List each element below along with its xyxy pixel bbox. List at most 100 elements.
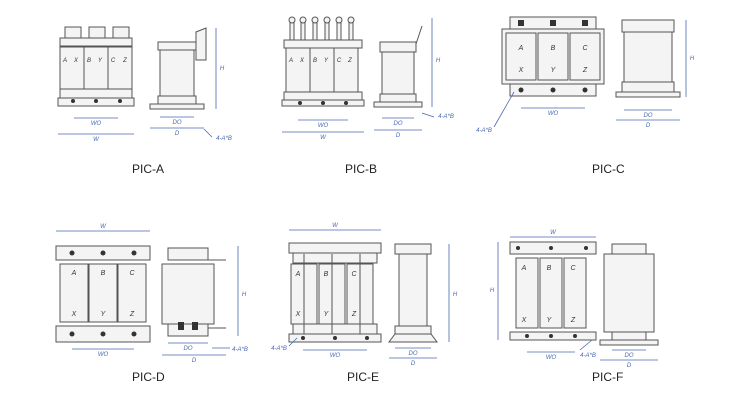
side-bottom-clamp <box>621 81 675 93</box>
caption-pic-c: PIC-C <box>592 162 625 176</box>
dim-w-label: W <box>550 230 557 236</box>
panel-pic-a: A X B Y C Z WO W DO D H 4-A*B <box>0 0 260 176</box>
phase-label: C <box>582 45 588 52</box>
dim-h-label: H <box>242 292 247 298</box>
terminal-pin <box>312 21 318 43</box>
mount-hole <box>518 87 524 93</box>
phase-label: A <box>518 45 524 52</box>
phase-label: B <box>313 58 317 64</box>
side-bolt <box>178 322 184 330</box>
caption-pic-b: PIC-B <box>345 162 378 176</box>
terminal-ring <box>288 16 296 24</box>
side-base <box>615 91 681 98</box>
phase-label: Z <box>582 67 588 74</box>
dim-hole-label: 4-A*B <box>580 353 596 359</box>
phase-label: B <box>87 58 91 64</box>
dim-wo-label: WO <box>318 123 329 129</box>
terminal-ring <box>335 16 343 24</box>
pic-d-drawing: A B C X Y Z W WO DO D H 4-A*B <box>55 224 248 364</box>
coil <box>505 32 537 81</box>
mount-hole <box>69 331 75 337</box>
side-top-clamp <box>157 41 197 51</box>
terminal-ring <box>299 16 307 24</box>
mount-hole <box>301 336 305 340</box>
phase-label: C <box>111 58 116 64</box>
phase-label: Y <box>101 311 107 318</box>
side-bottom-clamp <box>379 93 417 103</box>
dim-wo-label: WO <box>330 353 341 359</box>
phase-label: Z <box>129 311 135 318</box>
mount-hole <box>333 336 337 340</box>
dim-do-label: DO <box>394 121 403 127</box>
mount-hole <box>344 101 348 105</box>
pic-c-drawing: A B C X Y Z WO DO D H 4-A*B <box>476 16 695 134</box>
coil <box>59 46 85 90</box>
phase-label: A <box>62 58 67 64</box>
side-bottom-clamp <box>611 331 647 341</box>
side-base <box>373 101 423 108</box>
coil <box>285 47 311 93</box>
dim-h-label: H <box>490 288 495 294</box>
dim-do-label: DO <box>173 120 182 126</box>
caption-pic-a: PIC-A <box>132 162 165 176</box>
panel-pic-c: A B C X Y Z WO DO D H 4-A*B PIC <box>470 0 750 176</box>
pic-b-drawing: A X B Y C Z WO W DO D H 4-A*B <box>281 16 454 141</box>
dim-w-label: W <box>332 223 339 229</box>
side-top-clamp <box>621 19 675 33</box>
phase-label: Y <box>551 67 557 74</box>
side-core <box>603 253 655 333</box>
dim-h-label: H <box>220 66 225 72</box>
terminal-pin <box>348 21 354 43</box>
dim-do-label: DO <box>184 346 193 352</box>
phase-label: B <box>547 265 552 272</box>
dim-d-label: D <box>396 133 401 139</box>
panel-pic-f: A B C X Y Z W H WO DO D 4-A*B <box>470 210 750 384</box>
phase-label: C <box>129 270 135 277</box>
phase-label: X <box>73 58 79 64</box>
phase-label: C <box>337 58 342 64</box>
terminal-pin <box>300 21 306 43</box>
caption-pic-f: PIC-F <box>592 370 624 384</box>
phase-label: X <box>521 317 527 324</box>
coil <box>537 32 569 81</box>
phase-label: Y <box>98 58 103 64</box>
mount-hole <box>549 334 553 338</box>
panel-pic-d: A B C X Y Z W WO DO D H 4-A*B <box>0 210 270 384</box>
dim-do-label: DO <box>409 351 418 357</box>
side-base <box>388 333 438 343</box>
coil <box>563 257 587 329</box>
coil <box>333 47 359 93</box>
terminal-ring <box>347 16 355 24</box>
side-bottom-clamp <box>157 95 197 105</box>
side-top-clamp <box>611 243 647 255</box>
phase-label: Y <box>547 317 553 324</box>
mount-hole <box>525 334 529 338</box>
dim-w-label: W <box>100 224 107 230</box>
top-bolt <box>100 250 106 256</box>
phase-label: Z <box>351 311 357 318</box>
phase-label: A <box>71 270 77 277</box>
mount-hole <box>582 87 588 93</box>
dim-d-label: D <box>411 361 416 367</box>
mount-hole <box>100 331 106 337</box>
dim-wo-label: WO <box>546 355 557 361</box>
top-bolt <box>516 246 520 250</box>
panel-pic-b: A X B Y C Z WO W DO D H 4-A*B <box>250 0 500 176</box>
coil <box>539 257 563 329</box>
side-core <box>161 263 215 325</box>
phase-label: X <box>518 67 524 74</box>
side-core <box>623 31 673 83</box>
dim-hole-label: 4-A*B <box>438 114 454 120</box>
dim-d-label: D <box>627 363 632 369</box>
phase-label: Z <box>570 317 576 324</box>
dim-hole-leader <box>493 91 515 128</box>
phase-label: Y <box>324 58 329 64</box>
bottom-clamp <box>292 323 378 335</box>
dim-hole-leader <box>579 339 593 351</box>
top-clamp-lower <box>292 252 378 264</box>
mount-hole <box>321 101 325 105</box>
dim-w-label: W <box>93 137 100 143</box>
top-bolt <box>582 20 588 26</box>
phase-label: B <box>551 45 556 52</box>
